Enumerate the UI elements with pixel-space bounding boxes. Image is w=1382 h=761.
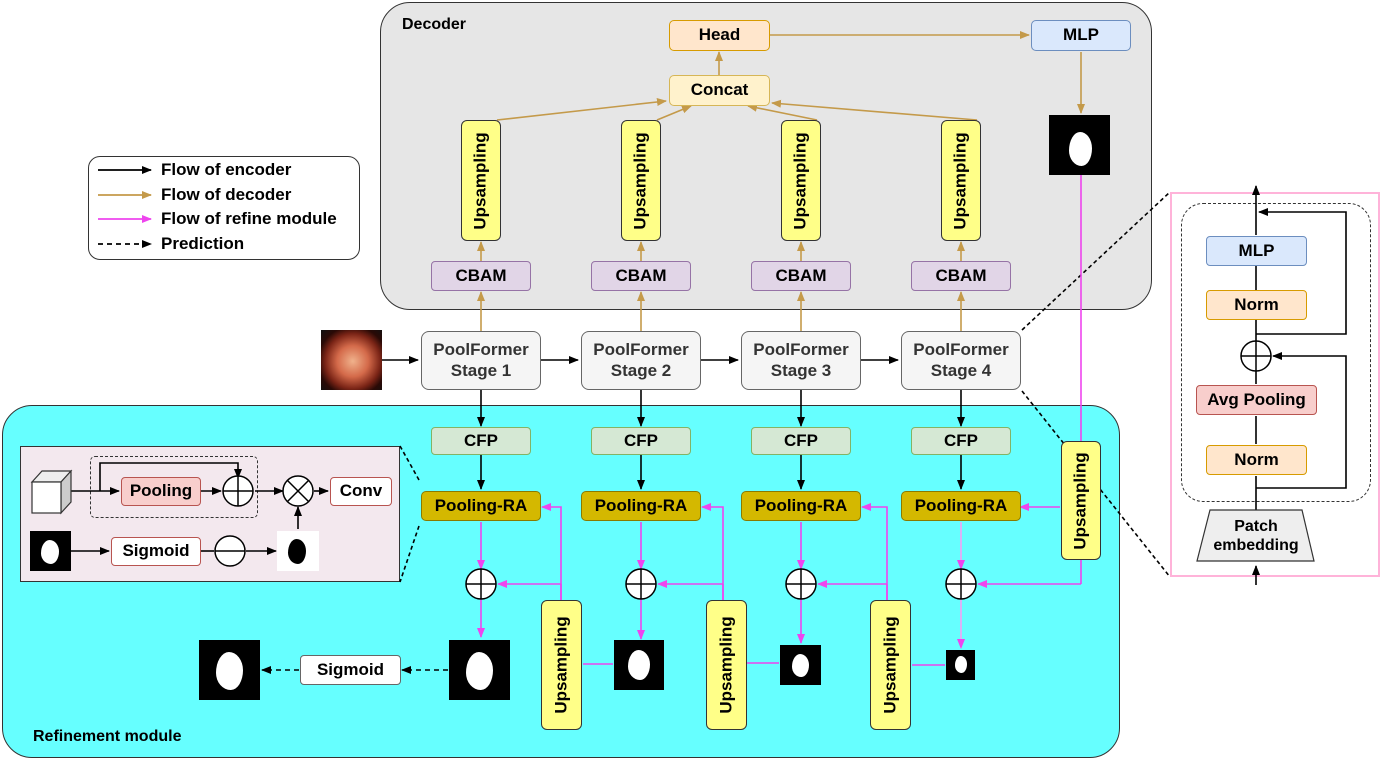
refine-sigmoid: Sigmoid bbox=[300, 655, 401, 685]
mask-stage-3 bbox=[780, 645, 821, 685]
cbam-3: CBAM bbox=[751, 261, 851, 291]
inset-mask-reverse bbox=[277, 531, 319, 571]
poolformer-stage-2: PoolFormer Stage 2 bbox=[581, 331, 701, 390]
decoder-upsampling-3: Upsampling bbox=[781, 120, 821, 241]
refinement-region-label: Refinement module bbox=[33, 728, 182, 745]
decoder-region-label: Decoder bbox=[402, 16, 467, 33]
pooling-ra-inset bbox=[20, 446, 400, 582]
patch-embedding-shape bbox=[1196, 509, 1315, 562]
decoder-prediction-mask bbox=[1049, 115, 1110, 175]
cbam-2: CBAM bbox=[591, 261, 691, 291]
refine-flow-lines bbox=[477, 175, 1082, 666]
cfp-4: CFP bbox=[911, 427, 1011, 455]
sum-nodes bbox=[214, 340, 1272, 600]
decoder-upsampling-4: Upsampling bbox=[941, 120, 981, 241]
pooling-ra-3: Pooling-RA bbox=[741, 491, 861, 521]
inset-sigmoid: Sigmoid bbox=[111, 537, 201, 566]
mask-stage-2 bbox=[614, 640, 664, 690]
decoder-flow-lines bbox=[477, 31, 1085, 331]
refine-upsampling-3: Upsampling bbox=[870, 600, 911, 730]
cfp-3: CFP bbox=[751, 427, 851, 455]
legend-prediction: Prediction bbox=[161, 234, 245, 253]
decoder-upsampling-1: Upsampling bbox=[461, 120, 501, 241]
inset-mask-input bbox=[30, 531, 71, 571]
pooling-ra-2: Pooling-RA bbox=[581, 491, 701, 521]
pooling-ra-1: Pooling-RA bbox=[421, 491, 541, 521]
head-block: Head bbox=[669, 20, 770, 51]
legend-refine: Flow of refine module bbox=[161, 209, 337, 228]
inset-pooling: Pooling bbox=[121, 477, 201, 506]
block-patch-embedding: Patch embedding bbox=[1213, 517, 1299, 554]
decoder-region bbox=[380, 2, 1152, 310]
mask-stage-4 bbox=[946, 650, 975, 680]
poolformer-stage-1: PoolFormer Stage 1 bbox=[421, 331, 541, 390]
block-mlp: MLP bbox=[1206, 236, 1307, 266]
feature-cube-icon bbox=[30, 469, 73, 515]
poolformer-block-dashed bbox=[1181, 203, 1371, 502]
legend-encoder: Flow of encoder bbox=[161, 160, 292, 179]
block-norm-top: Norm bbox=[1206, 290, 1307, 320]
encoder-flow-lines bbox=[70, 185, 1347, 674]
block-avg-pooling: Avg Pooling bbox=[1196, 385, 1317, 415]
refine-upsampling-1: Upsampling bbox=[541, 600, 582, 730]
cbam-4: CBAM bbox=[911, 261, 1011, 291]
poolformer-block-panel bbox=[1170, 192, 1380, 577]
poolformer-stage-3: PoolFormer Stage 3 bbox=[741, 331, 861, 390]
residual-dashed-group bbox=[90, 456, 258, 518]
decoder-mlp-block: MLP bbox=[1031, 20, 1131, 51]
final-prediction-mask bbox=[199, 640, 260, 700]
cbam-1: CBAM bbox=[431, 261, 531, 291]
block-norm-bottom: Norm bbox=[1206, 445, 1307, 475]
cfp-1: CFP bbox=[431, 427, 531, 455]
mask-stage-1 bbox=[449, 640, 510, 700]
decoder-upsampling-2: Upsampling bbox=[621, 120, 661, 241]
poolformer-stage-4: PoolFormer Stage 4 bbox=[901, 331, 1021, 390]
cfp-2: CFP bbox=[591, 427, 691, 455]
refine-upsampling-4: Upsampling bbox=[1061, 441, 1101, 560]
legend bbox=[88, 156, 360, 260]
inset-conv: Conv bbox=[330, 477, 392, 506]
refine-upsampling-2: Upsampling bbox=[706, 600, 747, 730]
legend-decoder: Flow of decoder bbox=[161, 185, 292, 204]
concat-block: Concat bbox=[669, 75, 770, 106]
input-endoscopy-image bbox=[321, 330, 382, 390]
pooling-ra-4: Pooling-RA bbox=[901, 491, 1021, 521]
